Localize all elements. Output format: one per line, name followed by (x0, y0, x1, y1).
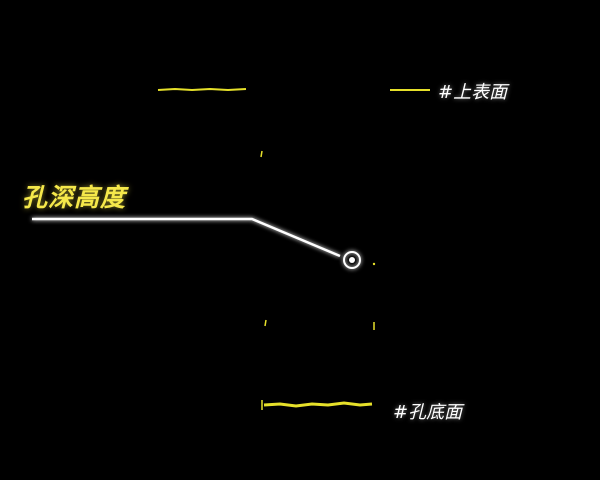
leader-line (32, 217, 341, 258)
pointer-dot (349, 257, 355, 263)
pointer-ring (343, 251, 361, 269)
hole-depth-title: 孔深高度 (22, 183, 127, 212)
scan-speck (264, 319, 267, 327)
bottom-surface-line (263, 401, 373, 408)
scan-speck (260, 150, 263, 158)
top-surface-label: #上表面 (438, 82, 508, 103)
scan-speck (372, 262, 376, 266)
bottom-surface-label: #孔底面 (393, 402, 463, 423)
top-surface-line (157, 87, 247, 92)
